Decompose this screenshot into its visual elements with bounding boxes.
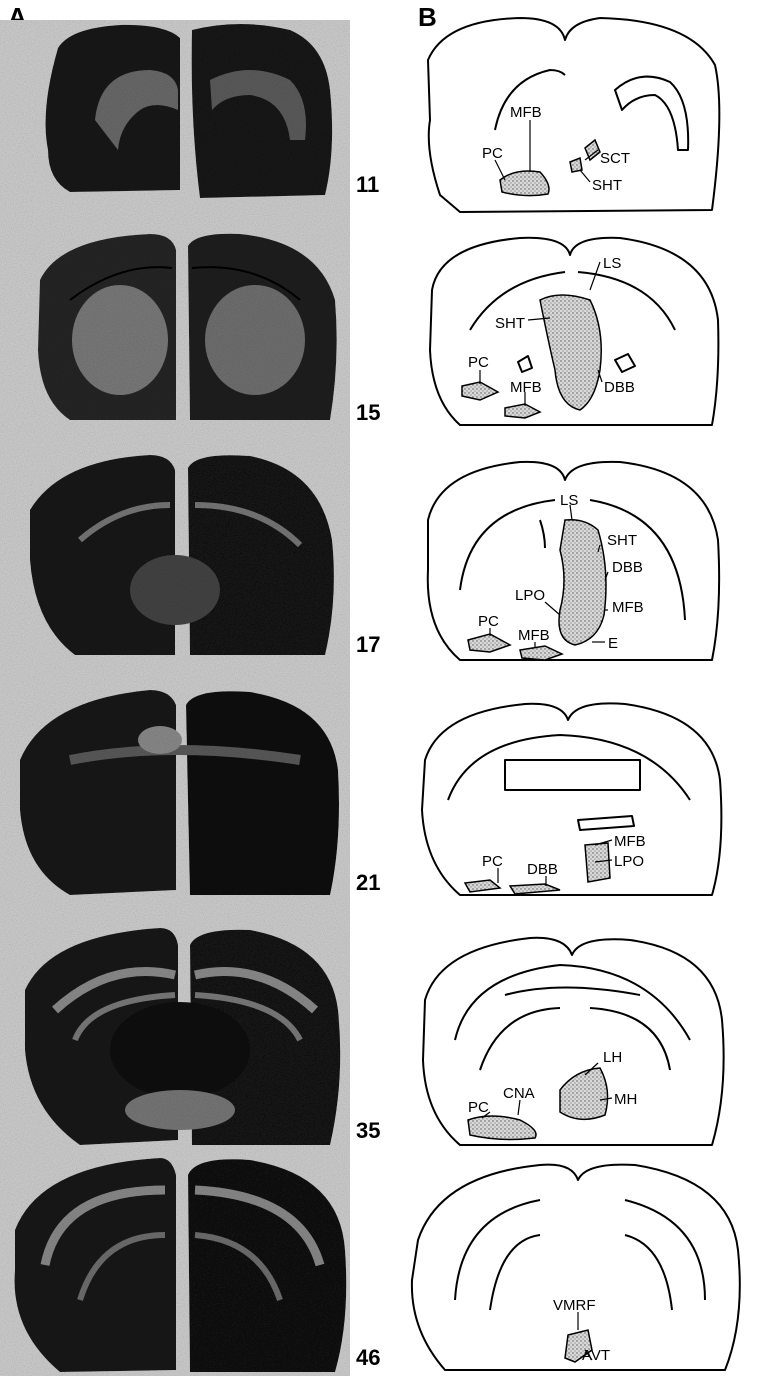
section-number-15: 15 (356, 400, 380, 426)
section-number-21: 21 (356, 870, 380, 896)
section-number-11: 11 (356, 172, 379, 198)
label-mfb-17b: MFB (518, 627, 550, 644)
drawing-section-46 (412, 1165, 740, 1370)
label-dbb-15: DBB (604, 379, 635, 396)
region-labels: MFB PC SCT SHT LS SHT PC MFB DBB LS SHT … (468, 104, 646, 1364)
label-pc-11: PC (482, 145, 503, 162)
label-cna-35: CNA (503, 1085, 535, 1102)
label-vmrf-46: VMRF (553, 1297, 596, 1314)
label-sht-11: SHT (592, 177, 622, 194)
label-dbb-21: DBB (527, 861, 558, 878)
label-mfb-11: MFB (510, 104, 542, 121)
label-pc-21: PC (482, 853, 503, 870)
label-lpo-21: LPO (614, 853, 644, 870)
label-dbb-17: DBB (612, 559, 643, 576)
label-ls-17: LS (560, 492, 578, 509)
label-mh-35: MH (614, 1091, 637, 1108)
label-sct-11: SCT (600, 150, 630, 167)
section-number-17: 17 (356, 632, 380, 658)
drawing-section-11 (428, 18, 719, 212)
label-e-17: E (608, 635, 618, 652)
section-number-35: 35 (356, 1118, 380, 1144)
section-number-46: 46 (356, 1345, 380, 1371)
label-mfb-21: MFB (614, 833, 646, 850)
label-lh-35: LH (603, 1049, 622, 1066)
drawing-section-21 (422, 703, 721, 895)
label-ls-15: LS (603, 255, 621, 272)
label-avt-46: AVT (582, 1347, 610, 1364)
drawing-section-15 (430, 238, 718, 425)
label-sht-17: SHT (607, 532, 637, 549)
label-mfb-15: MFB (510, 379, 542, 396)
label-pc-35: PC (468, 1099, 489, 1116)
label-pc-15: PC (468, 354, 489, 371)
label-lpo-17: LPO (515, 587, 545, 604)
label-sht-15: SHT (495, 315, 525, 332)
label-pc-17: PC (478, 613, 499, 630)
label-mfb-17a: MFB (612, 599, 644, 616)
